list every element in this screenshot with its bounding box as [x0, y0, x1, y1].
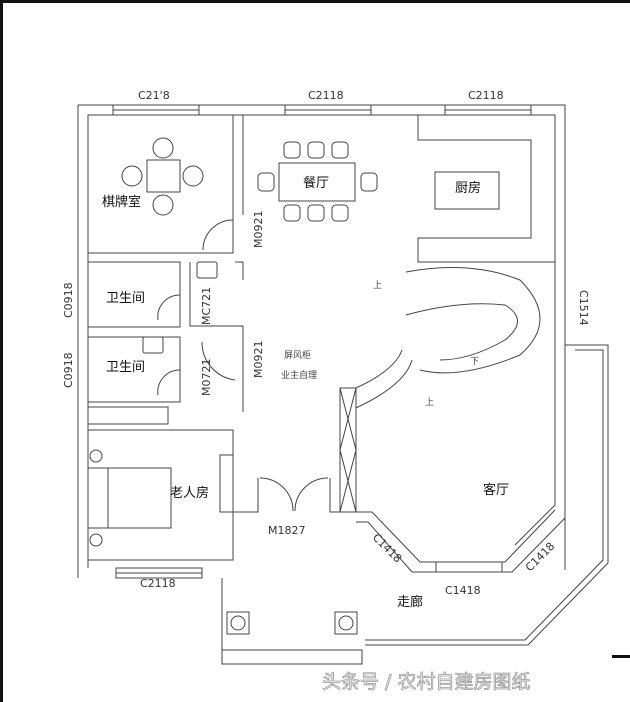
wardrobe-side — [219, 454, 234, 513]
label-window-stair: C1514 — [577, 290, 590, 326]
chess-room-outline — [87, 114, 234, 254]
label-main-entrance: M1827 — [268, 524, 306, 537]
door-swing-main-left — [259, 477, 294, 512]
label-living-room: 客厅 — [483, 482, 509, 498]
label-kitchen: 厨房 — [455, 180, 481, 196]
sink — [142, 336, 164, 354]
chair — [121, 165, 143, 187]
column — [226, 611, 250, 635]
label-window-bay-left: C1418 — [370, 531, 404, 565]
frame-corner-mark — [612, 655, 630, 658]
spiral-stair — [405, 267, 541, 374]
label-dining: 餐厅 — [303, 175, 329, 191]
label-window-top-right: C2118 — [468, 89, 504, 102]
label-window-elder: C2118 — [140, 577, 176, 590]
stair-up-1: 上 — [373, 280, 382, 291]
label-door-chess: M0921 — [252, 211, 265, 249]
label-elder-room: 老人房 — [170, 485, 209, 501]
chair — [152, 137, 174, 159]
watermark: 头条号 / 农村自建房图纸 — [322, 671, 530, 693]
label-corridor: 走廊 — [397, 594, 423, 610]
label-window-top-mid: C2118 — [308, 89, 344, 102]
label-door-bath1: MC721 — [200, 287, 213, 325]
label-door-hall: M0921 — [252, 341, 265, 379]
screen-cabinet — [339, 387, 357, 513]
kitchen-island — [434, 171, 500, 210]
stair-down: 下 — [470, 357, 479, 367]
column — [334, 611, 358, 635]
label-window-bath2: C0918 — [62, 352, 75, 388]
label-window-top-left: C21'8 — [138, 89, 170, 102]
door-swing-bath1 — [157, 294, 181, 321]
door-swing-hall — [201, 341, 236, 381]
dining-table — [278, 162, 356, 202]
label-window-bay-mid: C1418 — [445, 584, 481, 597]
wardrobe — [87, 406, 169, 425]
label-bathroom-1: 卫生间 — [106, 291, 145, 306]
outer-wall-top-right — [78, 104, 566, 570]
door-swing-chess — [202, 219, 234, 251]
chair — [182, 165, 204, 187]
steps — [221, 649, 363, 665]
door-swing-bath2 — [157, 369, 181, 396]
kitchen-counter — [417, 115, 555, 263]
sink — [196, 261, 218, 279]
door-swing-main-right — [294, 477, 329, 512]
label-window-bath1: C0918 — [62, 282, 75, 318]
stair-up-2: 上 — [425, 397, 434, 408]
label-chess-room: 棋牌室 — [102, 194, 141, 210]
window-bay-mid — [435, 561, 503, 573]
bed — [107, 467, 172, 529]
frame-left-border — [0, 0, 3, 702]
frame-top-border — [0, 0, 630, 3]
note-screen-cabinet: 屏风柜 — [284, 349, 311, 361]
label-window-bay-right: C1418 — [523, 540, 557, 574]
label-bathroom-2: 卫生间 — [106, 360, 145, 375]
label-door-bath2: M0721 — [200, 359, 213, 397]
corridor-outline — [365, 349, 604, 641]
chair — [152, 194, 174, 216]
elder-room-outline — [87, 429, 234, 561]
note-owner-handles: 业主自理 — [281, 369, 317, 381]
chess-table — [146, 159, 181, 193]
